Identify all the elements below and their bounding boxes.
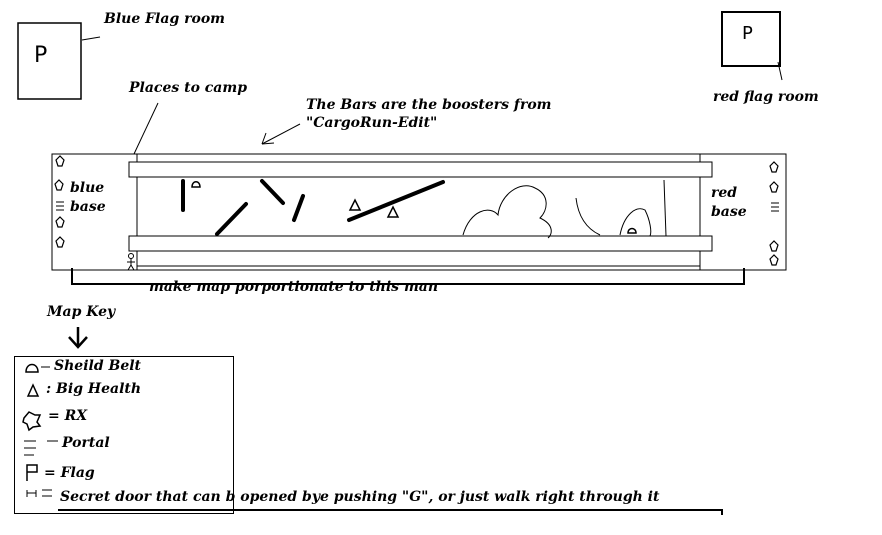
map-key-box: [14, 356, 234, 514]
booster-bar-top: [128, 161, 713, 178]
scale-man-figure: [127, 253, 135, 271]
camp-pointer-line: [133, 102, 159, 155]
key-item-secret-door: Secret door that can b opened bye pushin…: [60, 489, 660, 505]
red-flag-room: [721, 11, 783, 81]
obstacle-sticks: [181, 179, 445, 236]
shield-belt-pickup-2: [627, 227, 637, 234]
key-item-big-health: : Big Health: [46, 381, 142, 397]
blue-flag-room: [17, 22, 101, 100]
key-item-portal: Portal: [62, 435, 110, 451]
booster-bar-bottom: [128, 235, 713, 252]
scribble-smudges: [462, 179, 667, 239]
red-base-label-2: base: [711, 204, 747, 220]
red-room-flag-glyph: P: [742, 23, 753, 44]
key-item-shield-belt: Sheild Belt: [54, 358, 142, 374]
rx-pickups-red: [769, 161, 779, 266]
map-key-arrow: [68, 327, 88, 349]
key-icons: [22, 363, 58, 497]
portal-red: [771, 202, 779, 212]
booster-arrow: [261, 123, 301, 145]
rx-pickups-blue: [54, 155, 65, 248]
key-item-rx: = RX: [48, 408, 88, 424]
blue-base-label-2: base: [70, 199, 106, 215]
boosters-note-line1: The Bars are the boosters from: [306, 97, 552, 113]
key-underline: [58, 509, 723, 515]
blue-flag-room-label: Blue Flag room: [104, 11, 225, 27]
blue-base-label-1: blue: [70, 180, 105, 196]
proportion-note: make map porportionate to this man: [149, 279, 439, 295]
key-item-flag: = Flag: [44, 465, 95, 481]
big-health-pickups: [348, 198, 400, 218]
blue-room-flag-glyph: P: [34, 43, 48, 68]
shield-belt-pickup: [191, 181, 201, 188]
places-to-camp-label: Places to camp: [129, 80, 247, 96]
portal-blue: [56, 201, 64, 211]
boosters-note-line2: "CargoRun-Edit": [306, 115, 438, 131]
map-key-title: Map Key: [47, 304, 116, 320]
proportion-bracket: [71, 268, 745, 285]
red-flag-room-label: red flag room: [713, 89, 819, 105]
red-base-label-1: red: [711, 185, 738, 201]
